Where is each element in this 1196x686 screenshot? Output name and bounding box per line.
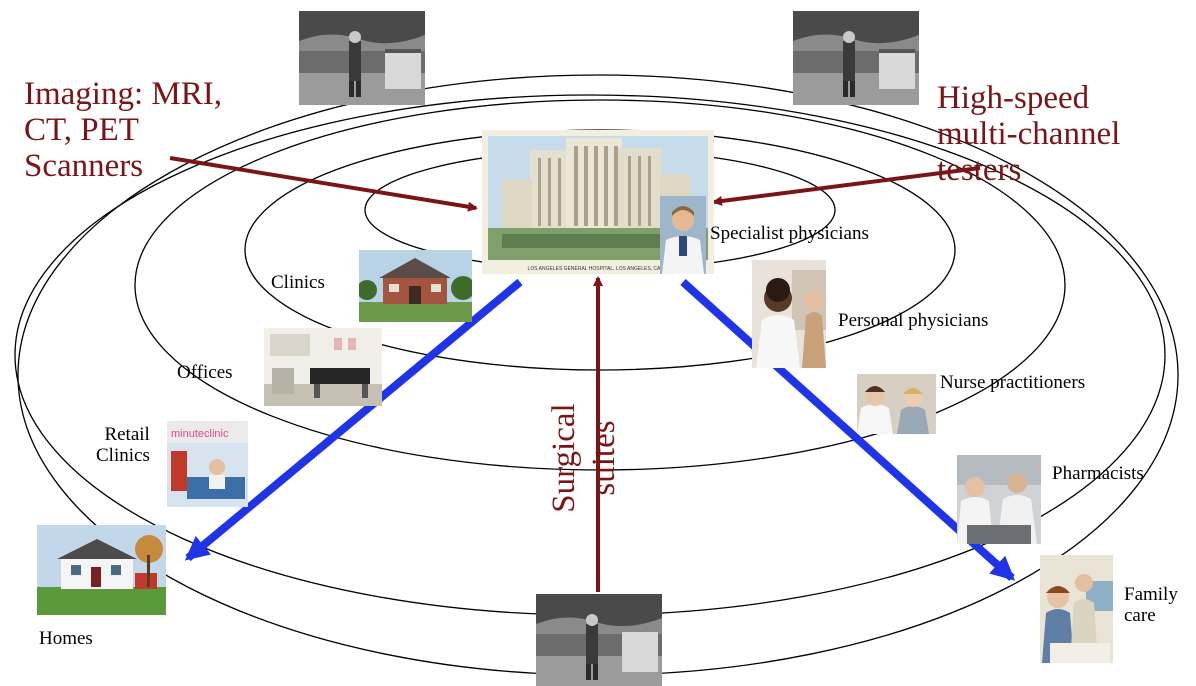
arrow-imaging: [169, 156, 478, 212]
vintage-farmer-photo-bottom: [536, 594, 662, 686]
testers-callout-line-2: multi-channel: [937, 116, 1121, 152]
surgical-callout-line-2: suites: [586, 420, 622, 496]
retail-clinic-photo: minuteclinic: [167, 421, 248, 507]
label-retail-clinics: Retail Clinics: [96, 424, 150, 466]
label-offices: Offices: [177, 362, 233, 383]
postcard-caption: LOS ANGELES GENERAL HOSPITAL, LOS ANGELE…: [528, 266, 669, 272]
label-personal-physicians: Personal physicians: [838, 310, 989, 331]
testers-callout: High-speed multi-channel testers: [937, 80, 1120, 188]
label-retail-line-2: Clinics: [96, 445, 150, 466]
clinic-building-photo: [359, 250, 472, 322]
label-nurse-practitioners: Nurse practitioners: [940, 372, 1086, 393]
label-homes: Homes: [39, 628, 93, 649]
label-pharmacists: Pharmacists: [1052, 463, 1144, 484]
testers-callout-line-1: High-speed: [937, 80, 1090, 116]
office-room-photo: [264, 328, 382, 406]
arrow-homes: [184, 278, 523, 562]
surgical-callout-line-1: Surgical: [546, 403, 582, 513]
specialist-physician-photo: [660, 196, 706, 274]
home-photo: [37, 525, 166, 615]
testers-callout-line-3: testers: [937, 152, 1022, 188]
arrow-testers: [712, 166, 981, 206]
pharmacists-photo: [957, 455, 1041, 544]
surgical-suites-callout: Surgical suites: [544, 378, 624, 538]
label-clinics: Clinics: [271, 272, 325, 293]
vintage-farmer-photo-right: [793, 11, 919, 105]
family-care-photo: [1040, 555, 1113, 663]
personal-physician-photo: [752, 260, 826, 368]
imaging-callout-line-2: CT, PET: [24, 112, 139, 148]
vintage-farmer-photo-left: [299, 11, 425, 105]
label-retail-line-1: Retail: [104, 424, 150, 445]
label-family-line-2: care: [1124, 605, 1156, 626]
label-specialist-physicians: Specialist physicians: [710, 223, 869, 244]
label-family-line-1: Family: [1124, 584, 1178, 605]
nurse-practitioners-photo: [857, 374, 936, 434]
imaging-callout: Imaging: MRI, CT, PET Scanners: [24, 76, 222, 184]
retail-sign-text: minuteclinic: [171, 428, 229, 440]
imaging-callout-line-3: Scanners: [24, 148, 144, 184]
imaging-callout-line-1: Imaging: MRI,: [24, 76, 222, 112]
label-family-care: Family care: [1124, 584, 1178, 626]
